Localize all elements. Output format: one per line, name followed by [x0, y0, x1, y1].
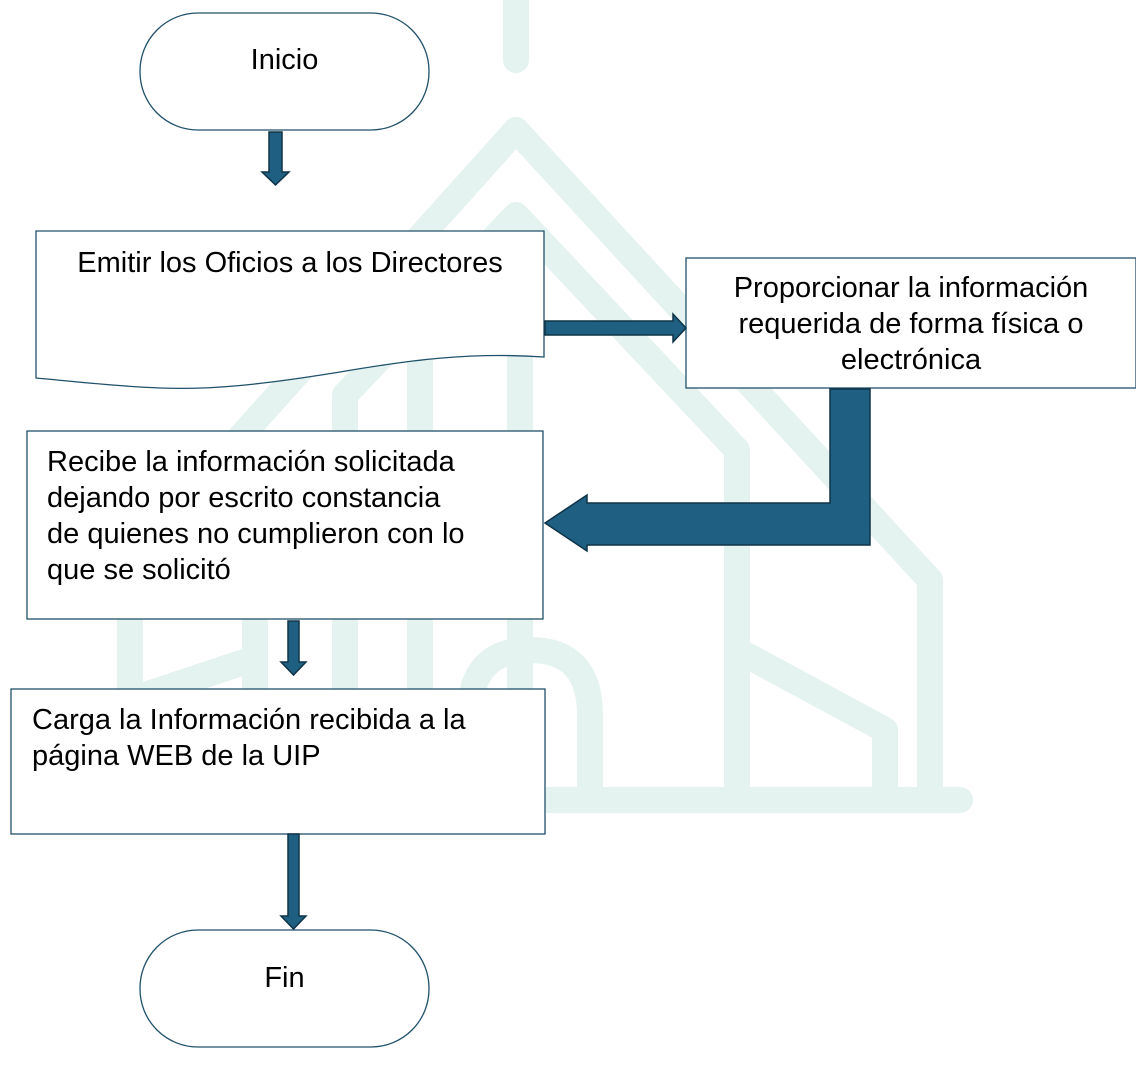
start-label: Inicio	[250, 44, 319, 76]
upload-step-label: Carga la Información recibida a la págin…	[32, 702, 545, 774]
end-terminator	[139, 929, 430, 1048]
emit-document-shape	[35, 230, 545, 390]
upload-step-line: página WEB de la UIP	[32, 740, 321, 772]
provide-step-line: electrónica	[840, 344, 982, 376]
bent-arrow-icon	[543, 388, 871, 553]
right-arrow-icon	[544, 312, 688, 344]
start-terminator	[139, 12, 430, 131]
end-label: Fin	[264, 962, 305, 994]
receive-step-line: Recibe la información solicitada	[47, 446, 455, 478]
provide-step-line: Proporcionar la información	[733, 272, 1089, 304]
down-arrow-icon	[279, 833, 308, 931]
receive-step-line: que se solicitó	[47, 554, 231, 586]
receive-process-box	[26, 430, 544, 620]
receive-step-label: Recibe la información solicitada dejando…	[47, 444, 543, 588]
provide-process-box	[685, 257, 1136, 389]
emit-step-label: Emitir los Oficios a los Directores	[77, 247, 503, 279]
upload-process-box	[10, 688, 546, 835]
receive-step-line: de quienes no cumplieron con lo	[47, 518, 465, 550]
down-arrow-icon	[260, 131, 291, 187]
receive-step-line: dejando por escrito constancia	[47, 482, 441, 514]
provide-step-line: requerida de forma física o	[738, 308, 1084, 340]
down-arrow-icon	[279, 620, 308, 677]
provide-step-label: Proporcionar la información requerida de…	[686, 270, 1136, 378]
upload-step-line: Carga la Información recibida a la	[32, 704, 466, 736]
